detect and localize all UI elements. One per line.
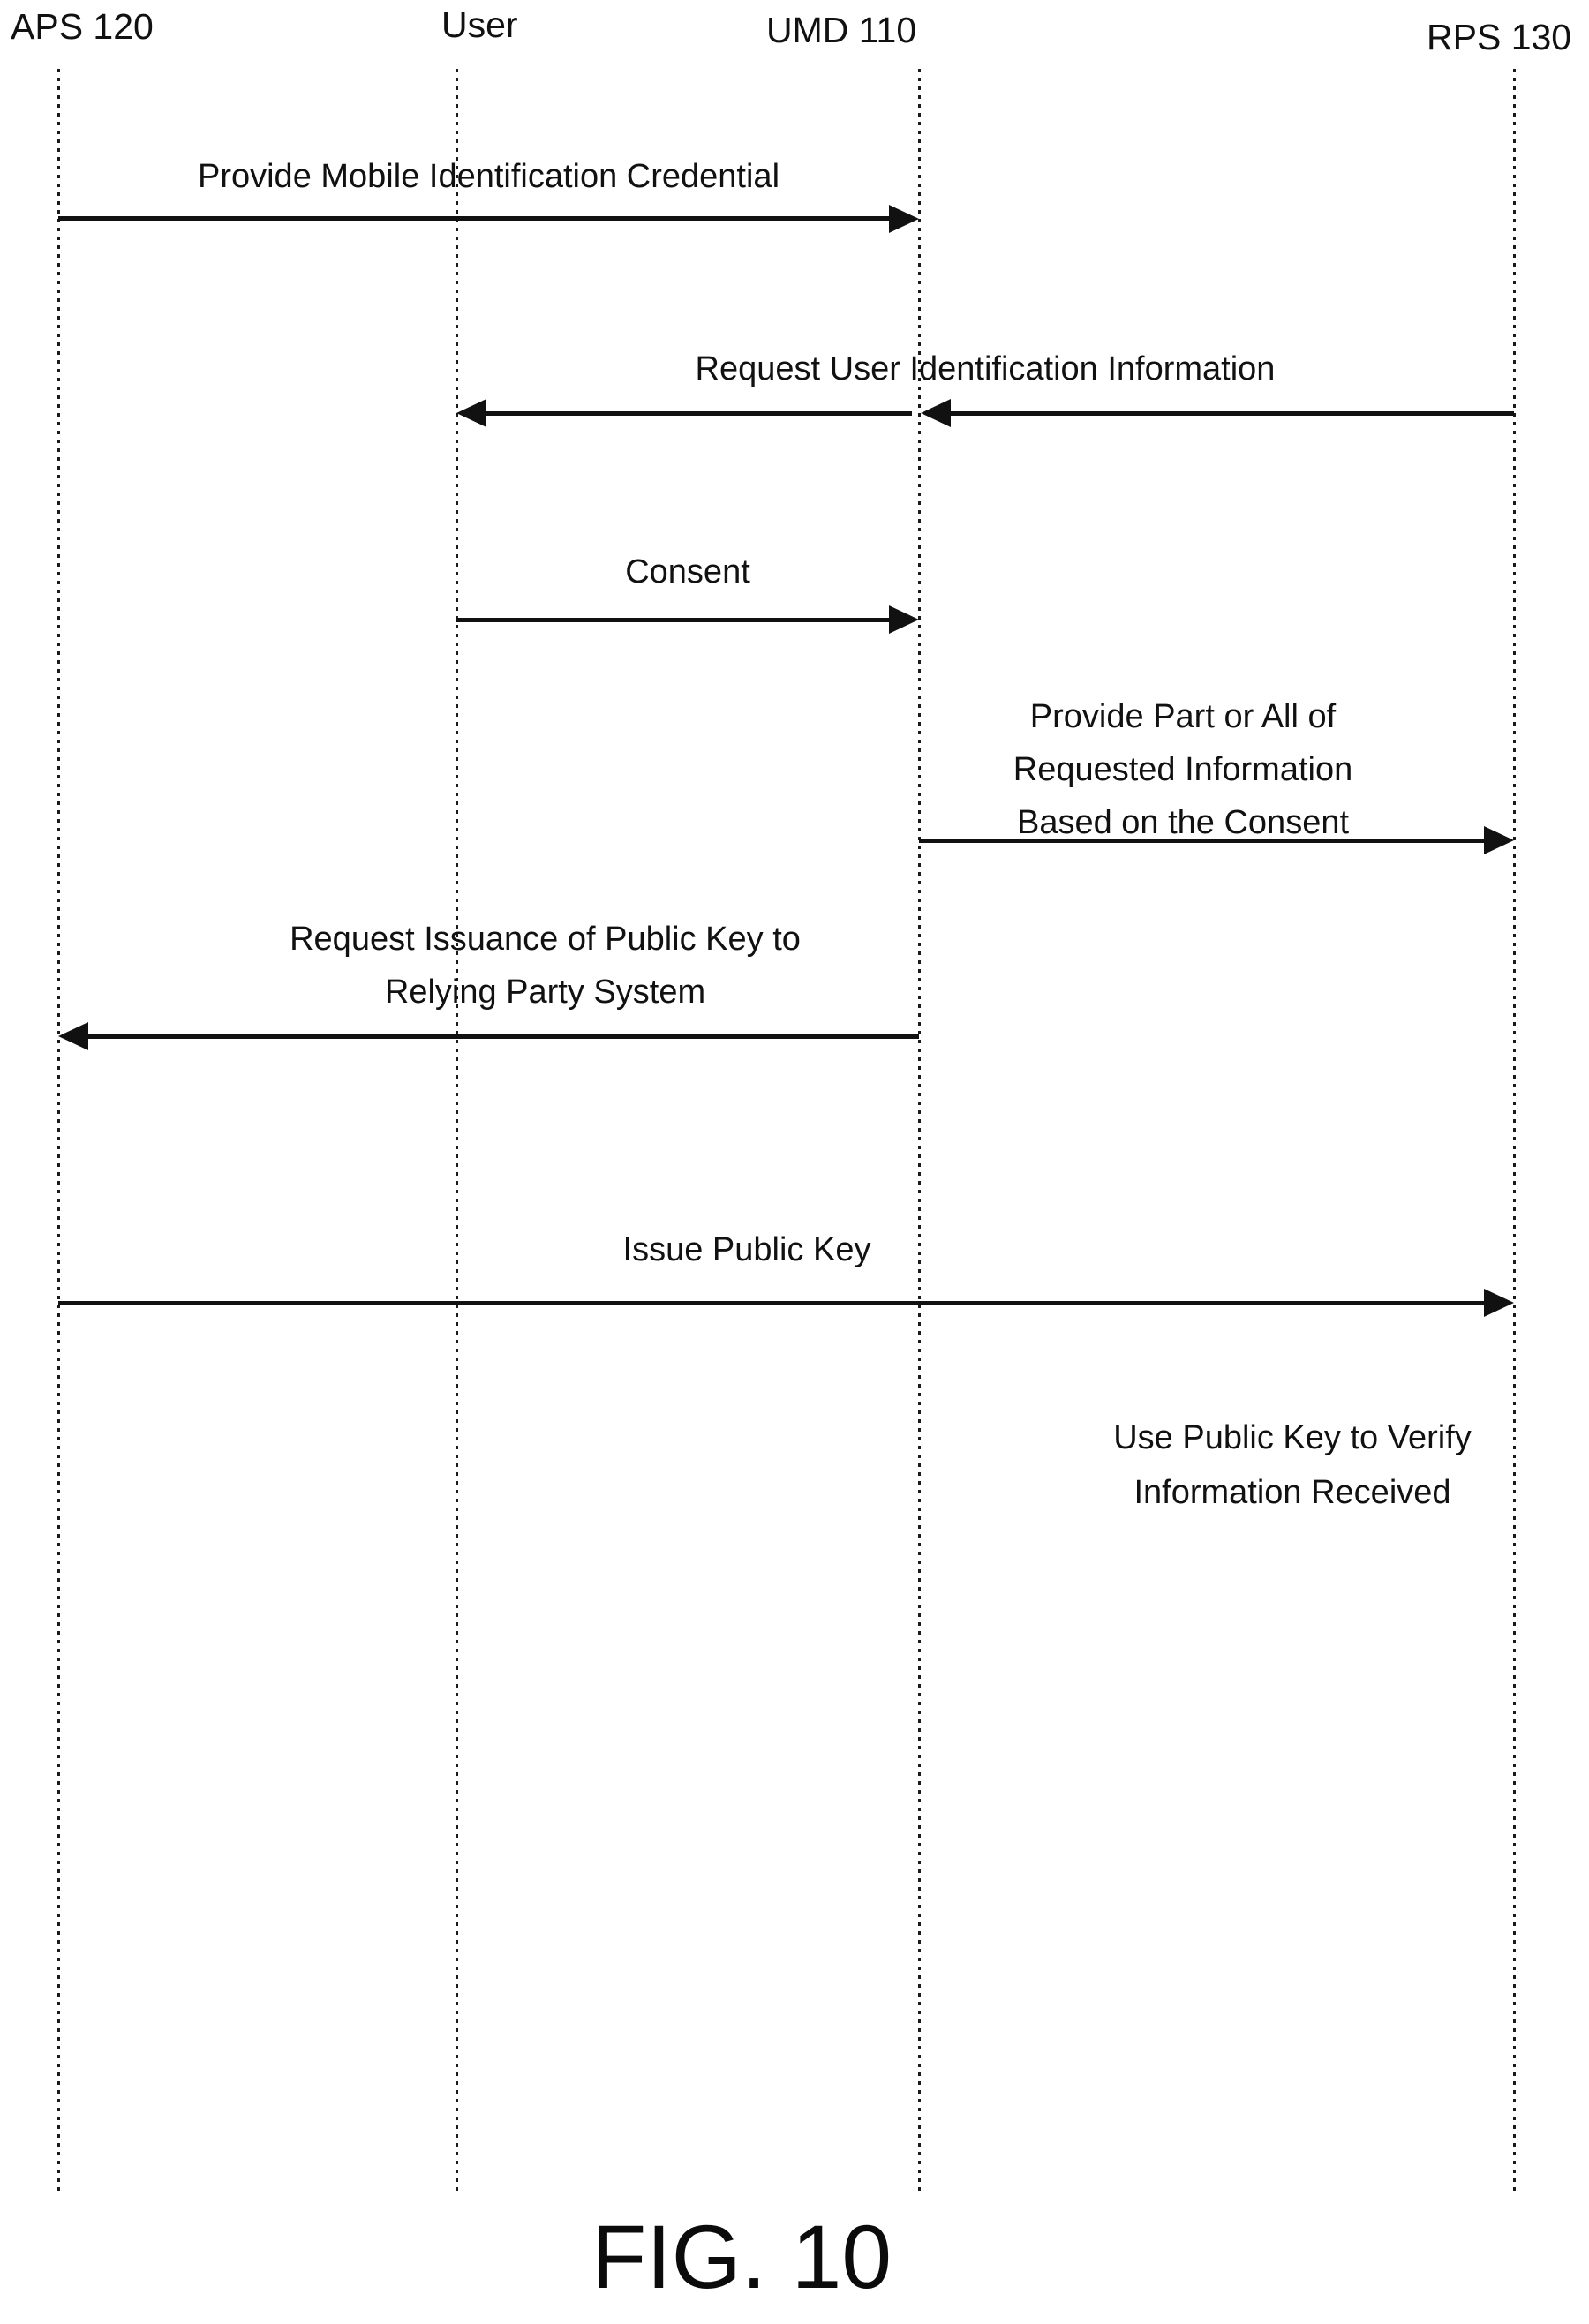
lifeline-user [456,69,458,2194]
message-label-consent: Consent [625,553,750,590]
actor-label-rps: RPS 130 [1427,17,1572,57]
figure-caption: FIG. 10 [591,2207,892,2307]
message-line [919,839,1484,843]
message-label-request-issuance: Request Issuance of Public Key to Relyin… [290,921,801,1011]
message-line [58,1301,1484,1305]
arrowhead-right-icon [889,605,919,634]
lifeline-rps [1513,69,1516,2194]
message-line [456,618,889,622]
actor-label-umd: UMD 110 [766,10,917,50]
arrowhead-right-icon [1484,826,1514,854]
lifeline-umd [918,69,921,2194]
message-label-provide-information: Provide Part or All of Requested Informa… [1013,698,1353,841]
message-label-request-user-id: Request User Identification Information [695,350,1276,387]
note-use-public-key: Use Public Key to Verify Information Rec… [1113,1419,1472,1511]
message-line [486,411,912,416]
message-line [951,411,1514,416]
arrowhead-left-icon [921,399,951,427]
arrowhead-left-icon [58,1022,88,1050]
lifeline-aps [57,69,60,2194]
message-label-provide-credential: Provide Mobile Identification Credential [197,158,780,195]
message-label-issue-public-key: Issue Public Key [622,1231,871,1268]
actor-label-aps: APS 120 [11,6,154,47]
arrowhead-right-icon [1484,1289,1514,1317]
message-line [58,216,889,221]
arrowhead-right-icon [889,205,919,233]
message-line [88,1034,919,1039]
actor-label-user: User [441,4,518,45]
arrowhead-left-icon [456,399,486,427]
